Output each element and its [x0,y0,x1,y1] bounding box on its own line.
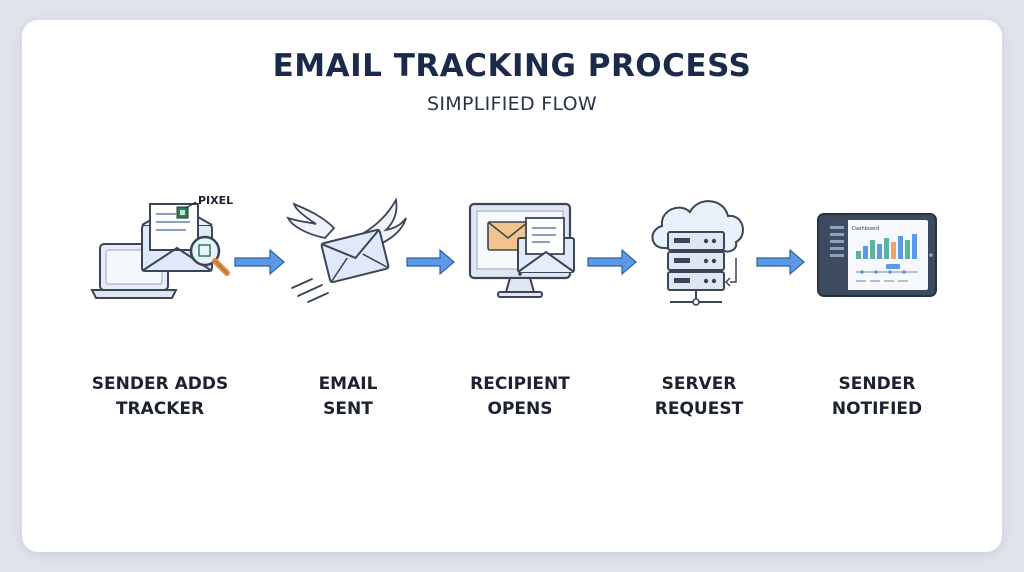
tablet-dashboard-icon: Dashboard [817,213,937,297]
server-rack-icon [667,231,725,291]
dashboard-bar-chart [856,234,917,259]
step-label-line1: SENDER ADDS [91,374,229,394]
flow-arrow-1 [234,248,285,276]
step-label-line2: OPENS [487,399,553,419]
step-label-line2: NOTIFIED [831,399,923,419]
step-label-line2: REQUEST [654,399,744,419]
step-label-line1: SERVER [661,374,737,394]
step-label-recipient-opens: RECIPIENT OPENS [420,372,620,422]
page-title: EMAIL TRACKING PROCESS [272,48,752,84]
cloud-server-icon [651,200,744,306]
step-label-line1: EMAIL [318,374,378,394]
envelope-icon [141,203,213,272]
flow-arrow-4 [756,248,805,276]
dashboard-label: Dashboard [852,226,879,232]
step-label-sender-notified: SENDER NOTIFIED [777,372,977,422]
step-label-server-request: SERVER REQUEST [599,372,799,422]
winged-envelope-icon [286,197,407,303]
monitor-envelope-icon [468,202,575,298]
step-label-line2: SENT [323,399,373,419]
page-subtitle: SIMPLIFIED FLOW [427,93,597,115]
step-label-email-sent: EMAIL SENT [248,372,448,422]
flow-arrow-2 [406,248,455,276]
tracking-pixel-icon [176,206,189,219]
magnifier-icon [189,235,230,276]
pixel-label: PIXEL [198,194,233,207]
flow-arrow-3 [587,248,637,276]
step-label-line1: SENDER [838,374,916,394]
step-label-line2: TRACKER [115,399,205,419]
step-label-line1: RECIPIENT [470,374,570,394]
laptop-envelope-magnifier-icon: PIXEL [90,194,233,299]
step-label-sender-adds-tracker: SENDER ADDS TRACKER [60,372,260,422]
